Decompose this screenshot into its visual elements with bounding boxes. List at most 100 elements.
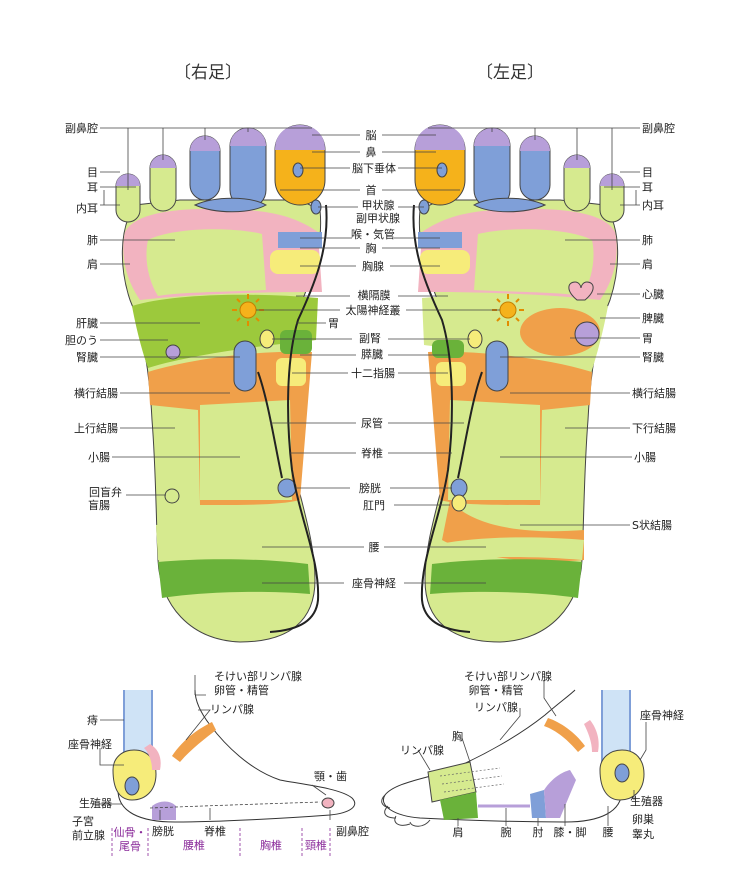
label-pancreas: 膵臓: [361, 348, 383, 361]
outer-foot-view: [381, 689, 645, 827]
right-label-liver: 肝臓: [76, 317, 98, 330]
inner-label-genital: 生殖器: [79, 796, 112, 810]
outer-ovary: [614, 763, 630, 783]
label-neck: 首: [366, 183, 377, 197]
outer-label-arm: 腕: [501, 825, 512, 839]
outer-label-genital: 生殖器: [630, 794, 663, 808]
inner-label-oviduct: 卵管・精管: [214, 683, 269, 697]
label-anus: 肛門: [363, 499, 385, 512]
right-toe-4-top: [150, 155, 176, 168]
left-label-eye: 目: [642, 166, 653, 179]
left-chest-band: [420, 250, 470, 274]
outer-lymph-groin: [544, 718, 585, 752]
right-leader-lines: [100, 127, 326, 496]
outer-elbow-zone: [530, 790, 546, 818]
left-toe-3-top: [520, 136, 550, 151]
label-thyroid: 甲状腺: [362, 198, 395, 212]
label-chest: 胸: [366, 241, 377, 255]
right-sciatic-band: [158, 559, 310, 598]
label-adrenal: 副腎: [359, 332, 381, 345]
outer-label-ovary: 卵巣: [632, 813, 654, 826]
left-toe-2-top: [474, 128, 510, 146]
label-solar-plexus: 太陽神経叢: [346, 303, 401, 317]
inner-label-hemorrhoid: 痔: [87, 713, 98, 727]
inner-sinus: [321, 797, 335, 809]
label-throat: 喉・気管: [351, 227, 395, 241]
right-label-ascending-colon: 上行結腸: [74, 421, 118, 435]
left-label-lung: 肺: [642, 234, 653, 247]
outer-shoulder-zone: [440, 792, 478, 820]
left-adrenal: [467, 329, 483, 349]
outer-label-testis: 睾丸: [632, 827, 654, 841]
left-foot-heading: 〔左足〕: [476, 63, 544, 83]
outer-label-lymph-left: リンパ腺: [400, 743, 444, 757]
left-label-ear: 耳: [642, 181, 653, 194]
inner-label-bladder: 膀胱: [152, 824, 174, 838]
left-label-shoulder: 肩: [642, 257, 653, 271]
left-foot-sole: [412, 124, 625, 643]
left-label-small-intestine: 小腸: [634, 451, 656, 464]
inner-label-lymph: リンパ腺: [210, 702, 254, 716]
label-diaphragm: 横隔膜: [358, 288, 391, 302]
outer-knee-zone: [544, 770, 576, 818]
right-label-cecum: 盲腸: [88, 498, 110, 512]
right-label-stomach: 胃: [328, 317, 339, 330]
left-leader-lines: [428, 127, 640, 526]
outer-label-sciatic: 座骨神経: [640, 708, 684, 722]
left-spine-line: [412, 204, 471, 633]
left-anus: [451, 494, 467, 512]
inner-seg-thoracic: 胸椎: [260, 838, 282, 852]
left-label-transverse-colon: 横行結腸: [632, 386, 676, 400]
right-toe-3-top: [190, 136, 220, 151]
right-ureter-line: [257, 371, 283, 479]
right-spine-line: [269, 204, 328, 633]
left-bladder: [450, 478, 468, 498]
right-lung-inner: [146, 229, 266, 296]
right-pituitary: [292, 162, 304, 178]
outer-lymph-pink: [584, 720, 599, 752]
right-toe-big-top: [275, 125, 325, 150]
right-duodenum: [276, 358, 306, 386]
inner-leader-lines: [92, 675, 331, 820]
left-lumbar-band: [434, 537, 584, 560]
label-sciatic: 座骨神経: [352, 576, 396, 590]
right-label-eye: 目: [87, 166, 98, 179]
label-ureter: 尿管: [361, 416, 383, 430]
left-label-heart: 心臓: [642, 288, 664, 301]
left-solar-plexus-icon: [492, 294, 524, 326]
outer-label-elbow: 肘: [533, 825, 544, 839]
inner-uterus: [124, 776, 140, 796]
right-label-small-intestine: 小腸: [88, 451, 110, 464]
right-toe-2-top: [230, 128, 266, 146]
left-small-intestine: [448, 400, 540, 500]
right-label-ileocecal: 回盲弁: [89, 485, 122, 499]
right-foot-sole: [115, 124, 328, 643]
left-lung-inner: [474, 229, 594, 296]
outer-label-lymph-groin: そけい部リンパ腺: [464, 669, 552, 683]
label-brain: 脳: [366, 129, 377, 142]
label-thymus: 胸腺: [362, 259, 384, 273]
outer-label-chest: 胸: [452, 729, 463, 743]
inner-label-jaw-teeth: 顎・歯: [314, 770, 347, 783]
inner-genital-zone: [112, 749, 157, 801]
inner-spine-line: [149, 801, 321, 809]
right-label-lung: 肺: [87, 234, 98, 247]
inner-lymph-groin: [172, 722, 216, 762]
left-heart-icon: [568, 281, 594, 301]
right-label-gallbladder: 胆のう: [65, 334, 98, 347]
label-nose: 鼻: [366, 145, 377, 159]
left-toe-base-band: [472, 197, 547, 213]
left-label-descending-colon: 下行結腸: [632, 421, 676, 435]
inner-label-sciatic: 座骨神経: [68, 737, 112, 751]
left-sciatic-band: [430, 559, 582, 598]
right-stomach: [280, 330, 312, 354]
right-label-sinus: 副鼻腔: [65, 121, 98, 135]
right-throat-band: [278, 232, 322, 248]
right-adrenal: [259, 329, 275, 349]
left-label-sinus: 副鼻腔: [642, 121, 675, 135]
left-label-inner-ear: 内耳: [642, 198, 664, 212]
right-label-inner-ear: 内耳: [76, 201, 98, 215]
right-label-ear: 耳: [87, 181, 98, 194]
left-toe-4-top: [564, 155, 590, 168]
inner-seg-lumbar: 腰椎: [183, 838, 205, 852]
